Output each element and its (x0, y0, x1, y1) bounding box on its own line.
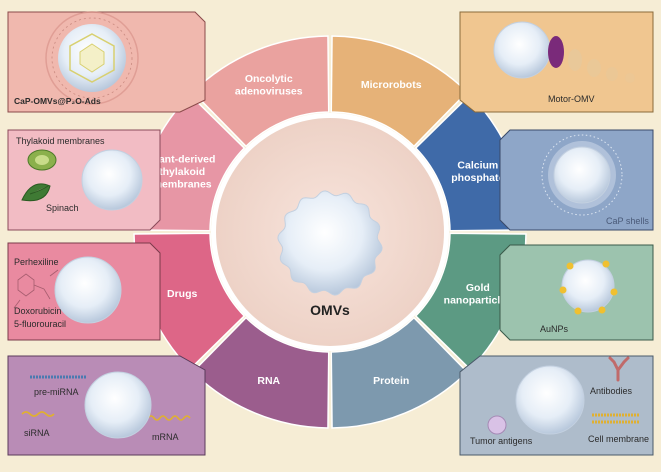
spinach-label: Spinach (46, 203, 79, 213)
omv-vesicle-icon (81, 149, 143, 211)
segment-label-1: Microrobots (361, 79, 422, 91)
spinach-icon (21, 183, 51, 202)
cap-omv-illustration (45, 11, 139, 105)
sirna-label: siRNA (24, 428, 50, 438)
antibody-icon (608, 356, 630, 382)
cell-membrane-icon (592, 413, 640, 424)
omv-vesicle-icon (561, 259, 615, 313)
motor-icon (548, 36, 564, 68)
tumor-antigen-icon (487, 415, 507, 435)
cell-membrane-label: Cell membrane (588, 434, 649, 444)
omv-vesicle-icon (493, 21, 551, 79)
tumor-antigens-label: Tumor antigens (470, 436, 533, 446)
omv-vesicle-icon (553, 146, 611, 204)
panel-mid-left: Thylakoid membranes Spinach (7, 129, 161, 231)
gold-nanoparticle-icons (559, 260, 618, 315)
mrna-icon (147, 415, 191, 421)
omv-vesicle-icon (515, 365, 585, 435)
panel-lower-right-label: AuNPs (540, 324, 569, 334)
sirna-icon (21, 411, 55, 417)
segment-4 (330, 316, 469, 429)
cap-shell-icon (541, 134, 623, 216)
panel-top-right-label: Motor-OMV (548, 94, 595, 104)
antibodies-label: Antibodies (590, 386, 633, 396)
segment-6 (133, 232, 246, 371)
panel-top-left: CaP-OMVs@P₂O-Ads (7, 11, 206, 113)
molecule-icon (13, 269, 59, 309)
panel-mid-right: CaP shells (499, 129, 654, 231)
segment-label-5: RNA (257, 375, 280, 387)
panel-bottom-right: Antibodies Tumor antigens Cell membrane (459, 355, 654, 456)
omv-vesicle-icon (84, 371, 152, 439)
panel-lower-left: Perhexiline Doxorubicin 5-fluorouracil (7, 242, 161, 341)
center-label: OMVs (310, 302, 350, 318)
panel-top-left-label: CaP-OMVs@P₂O-Ads (14, 96, 101, 106)
drug-doxorubicin-label: Doxorubicin (14, 306, 62, 316)
drug-5fu-label: 5-fluorouracil (14, 319, 66, 329)
panel-top-right: Motor-OMV (459, 11, 654, 113)
segment-0 (191, 35, 330, 148)
drug-perhexiline-label: Perhexiline (14, 257, 59, 267)
pre-mirna-label: pre-miRNA (34, 387, 79, 397)
panel-bottom-left: pre-miRNA siRNA mRNA (7, 355, 206, 456)
panel-mid-right-label: CaP shells (606, 216, 649, 226)
panel-lower-right: AuNPs (499, 244, 654, 341)
omv-vesicle-icon (54, 256, 122, 324)
center-omv-vesicle (277, 190, 383, 296)
thylakoid-label: Thylakoid membranes (16, 136, 105, 146)
segment-label-4: Protein (373, 375, 409, 387)
mrna-label: mRNA (152, 432, 179, 442)
segment-label-6: Drugs (167, 288, 197, 300)
